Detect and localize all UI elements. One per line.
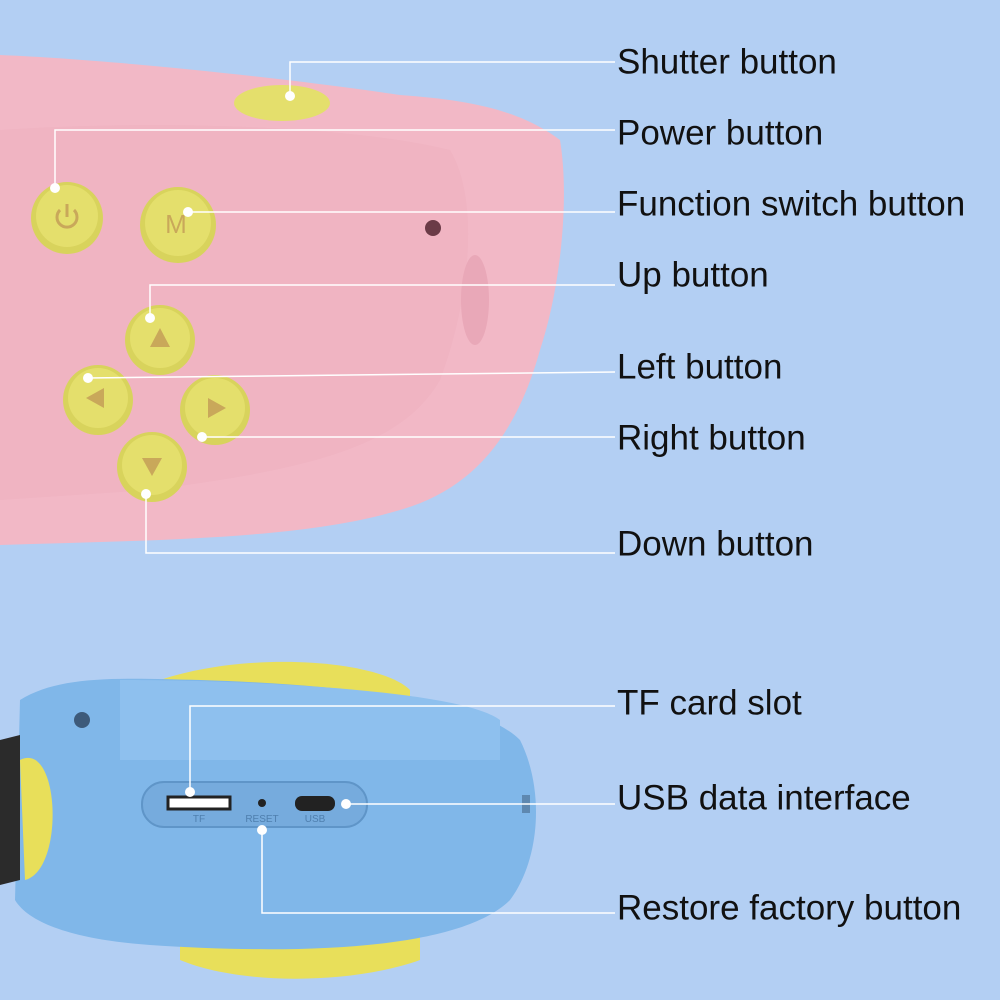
- usb-port: [295, 796, 335, 811]
- label-tf-card-slot: TF card slot: [617, 683, 802, 723]
- label-shutter-button: Shutter button: [617, 42, 837, 82]
- tf-card-slot: [166, 795, 232, 811]
- label-restore-factory-button: Restore factory button: [617, 888, 962, 928]
- usb-marking: USB: [305, 814, 326, 825]
- pink-camera-buttons: M: [31, 182, 250, 502]
- tf-marking: TF: [193, 814, 205, 825]
- down-arrow-icon: [142, 458, 162, 476]
- label-power-button: Power button: [617, 113, 824, 153]
- right-arrow-icon: [208, 398, 226, 418]
- label-left-button: Left button: [617, 347, 783, 387]
- power-icon: [55, 204, 79, 229]
- reset-marking: RESET: [245, 814, 278, 825]
- callout-lines: [54, 61, 616, 914]
- mode-key-letter: M: [165, 209, 187, 239]
- label-down-button: Down button: [617, 524, 814, 564]
- label-function-switch-button: Function switch button: [617, 184, 966, 224]
- port-panel: TF RESET USB: [141, 781, 368, 828]
- pink-camera-body: [0, 55, 564, 545]
- callout-dots: [50, 91, 351, 835]
- up-arrow-icon: [150, 328, 170, 347]
- label-up-button: Up button: [617, 255, 769, 295]
- label-right-button: Right button: [617, 418, 806, 458]
- reset-hole: [258, 799, 266, 807]
- left-arrow-icon: [86, 388, 104, 408]
- label-usb-interface: USB data interface: [617, 778, 911, 818]
